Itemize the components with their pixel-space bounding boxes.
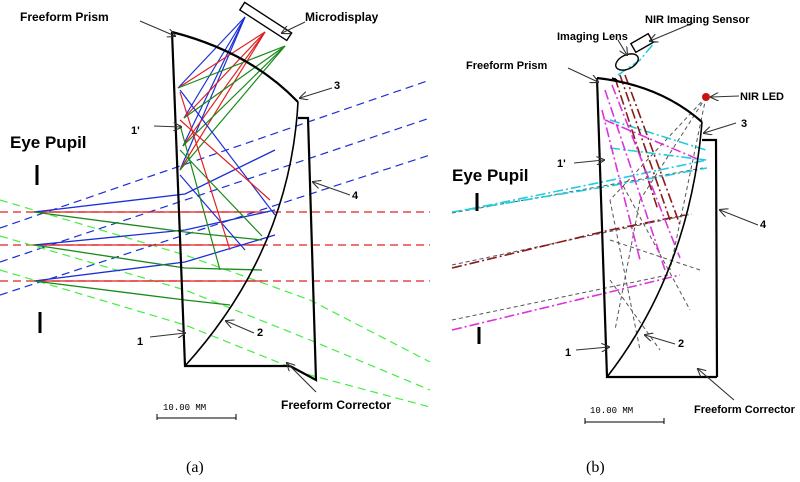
panel-b-prism-outline (595, 76, 719, 379)
internal-ray (179, 149, 263, 237)
gray-internal-ray (614, 199, 641, 331)
panel-a: Freeform Prism Microdisplay Eye Pupil 3 … (0, 1, 431, 476)
darkred-ray (619, 74, 671, 221)
gray-internal-ray (639, 96, 707, 201)
panel-b-surface-3-label: 3 (741, 118, 747, 130)
display-fan-ray (183, 16, 246, 119)
display-fan-ray (182, 16, 246, 147)
magenta-ray (611, 84, 681, 259)
blue-dashed-ray (0, 79, 431, 229)
display-fan-ray (179, 16, 246, 171)
gray-internal-ray (609, 199, 641, 351)
panel-a-surface-3-label: 3 (334, 80, 340, 92)
display-fan-ray (183, 31, 266, 119)
green-solid-ray (33, 211, 263, 241)
magenta-ray (604, 89, 666, 271)
display-fan-ray (177, 31, 266, 89)
internal-ray (179, 124, 221, 271)
panel-a-microdisplay (238, 1, 293, 42)
cyan-ray (451, 167, 708, 213)
panel-a-surface-1-label: 1 (137, 336, 143, 348)
magenta-ray (601, 109, 641, 261)
panel-b-surface-1p-label: 1' (557, 158, 566, 170)
gray-led-ray (451, 213, 693, 266)
panel-b-caption: (b) (586, 459, 605, 476)
panel-b-nir-sensor (629, 32, 655, 54)
panel-a-prism-outline (170, 30, 318, 382)
display-fan-ray (177, 45, 286, 89)
panel-b: NIR Imaging Sensor Imaging Lens Freeform… (451, 14, 796, 476)
panel-b-surface-2-label: 2 (678, 338, 684, 350)
blue-dashed-ray (0, 154, 431, 296)
blue-dashed-ray (0, 117, 431, 263)
green-solid-ray (33, 280, 231, 306)
panel-b-eye-pupil-label: Eye Pupil (452, 166, 529, 185)
darkred-ray (624, 74, 681, 226)
display-fan-ray (179, 31, 266, 171)
darkred-ray (451, 214, 686, 269)
blue-solid-ray (33, 209, 276, 246)
panel-a-surface-1p-label: 1' (131, 125, 140, 137)
panel-b-surface-4-label: 4 (760, 219, 767, 231)
gray-internal-ray (619, 179, 691, 311)
magenta-ray (451, 274, 681, 331)
panel-b-imaging-lens-label: Imaging Lens (557, 31, 628, 43)
cyan-ray (609, 119, 707, 151)
internal-ray (179, 91, 231, 251)
panel-b-prism-label: Freeform Prism (466, 60, 548, 72)
gray-internal-ray (669, 96, 707, 271)
blue-solid-ray (33, 149, 276, 213)
panel-b-nir-sensor-label: NIR Imaging Sensor (645, 14, 750, 26)
panel-b-nir-led-label: NIR LED (740, 91, 784, 103)
gray-led-ray (451, 274, 669, 321)
green-dashed-ray (0, 269, 431, 408)
panel-a-prism-label: Freeform Prism (20, 10, 109, 24)
panel-a-surface-4-label: 4 (352, 190, 359, 202)
cyan-ray (609, 147, 707, 161)
cyan-ray (464, 159, 708, 211)
display-fan-ray (183, 45, 286, 119)
magenta-ray (604, 119, 701, 161)
display-fan-ray (179, 45, 286, 171)
panel-b-surface-1-label: 1 (565, 347, 571, 359)
display-fan-ray (182, 45, 286, 147)
green-dashed-ray (0, 235, 431, 391)
gray-internal-ray (609, 239, 701, 271)
internal-ray (179, 89, 276, 216)
panel-b-rays (451, 41, 708, 351)
darkred-ray (614, 77, 659, 211)
green-dashed-ray (0, 199, 431, 363)
panel-a-microdisplay-label: Microdisplay (305, 10, 379, 24)
panel-b-nir-led (702, 93, 710, 101)
panel-a-caption: (a) (186, 459, 204, 476)
panel-a-scale-label: 10.00 MM (163, 403, 206, 413)
green-solid-ray (33, 244, 263, 271)
panel-a-eye-pupil-label: Eye Pupil (10, 133, 87, 152)
internal-ray (179, 174, 246, 251)
panel-a-corrector-label: Freeform Corrector (281, 398, 391, 412)
panel-a-rays (0, 16, 431, 408)
panel-b-scale-label: 10.00 MM (590, 406, 633, 416)
display-fan-ray (177, 16, 246, 89)
internal-ray (179, 119, 271, 201)
blue-solid-ray (33, 234, 276, 282)
panel-a-surface-2-label: 2 (257, 327, 263, 339)
gray-internal-ray (609, 96, 707, 201)
panel-b-corrector-label: Freeform Corrector (694, 404, 796, 416)
